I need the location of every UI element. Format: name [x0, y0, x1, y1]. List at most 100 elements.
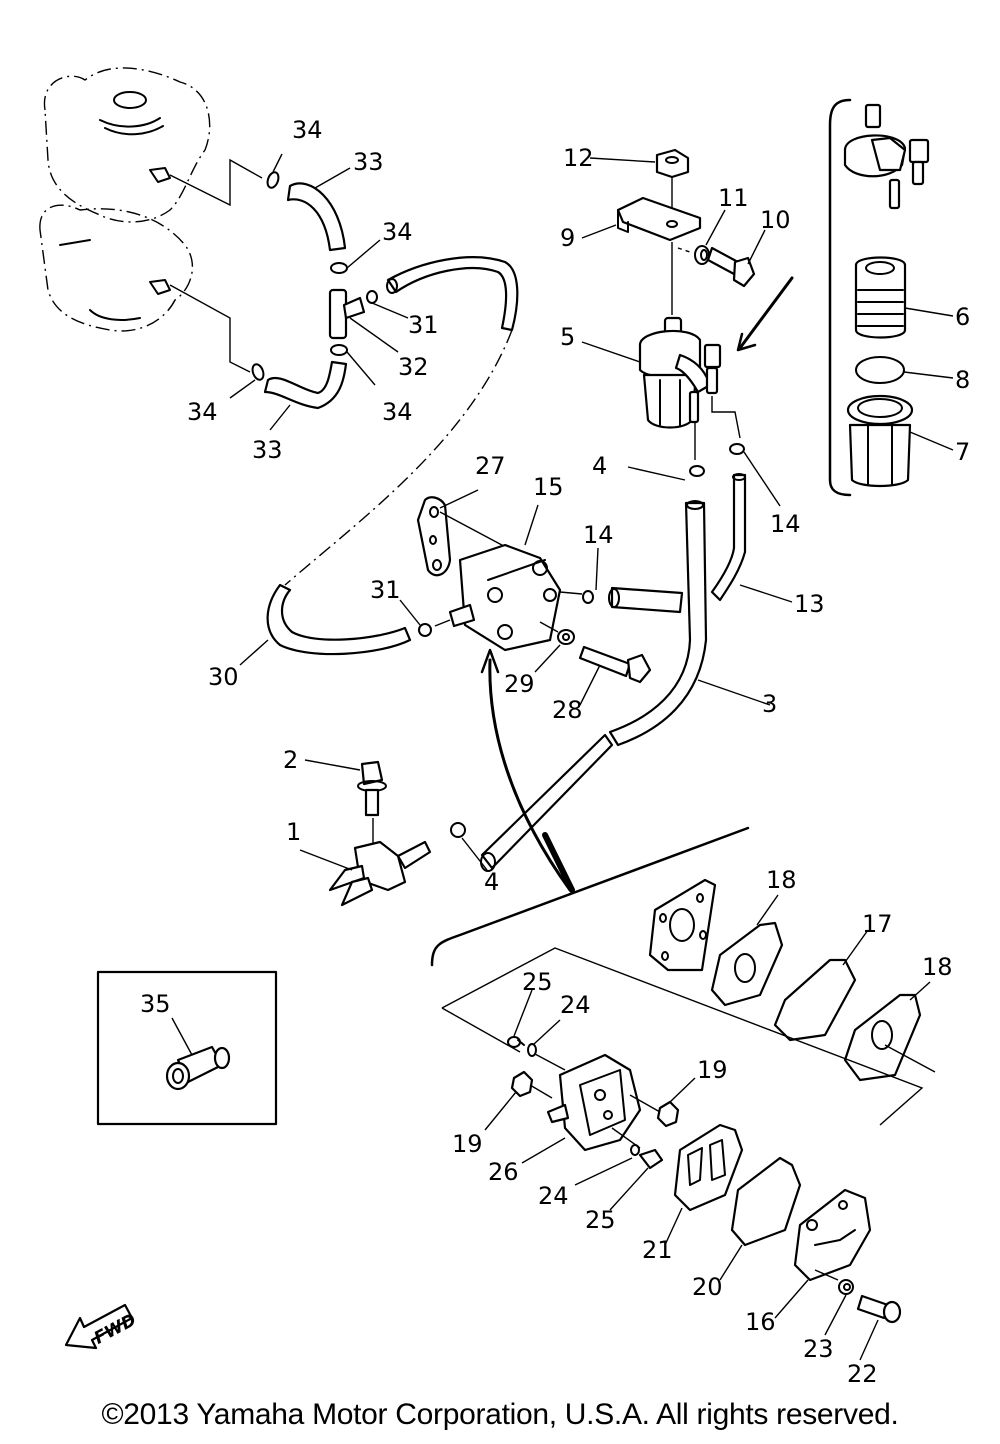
callout-24: 24 — [538, 1182, 569, 1210]
callout-32: 32 — [398, 353, 429, 381]
part-13-hose — [710, 473, 747, 602]
part-21-gasket — [673, 1123, 744, 1212]
part-33-hose-upper — [286, 182, 347, 252]
part-18-gasket-2 — [843, 993, 922, 1082]
part-7-filter-cup — [846, 394, 914, 488]
callout-23: 23 — [803, 1335, 834, 1363]
part-34-hose-clip — [266, 153, 283, 189]
callout-19: 19 — [697, 1056, 728, 1084]
callout-28: 28 — [552, 696, 583, 724]
part-18-gasket — [710, 921, 784, 1007]
callout-17: 17 — [862, 910, 893, 938]
part-8-o-ring — [855, 356, 905, 384]
callout-29: 29 — [504, 670, 535, 698]
callout-15: 15 — [533, 473, 564, 501]
callout-8: 8 — [955, 366, 970, 394]
part-3-hose — [608, 501, 708, 747]
callout-14: 14 — [583, 521, 614, 549]
carburetor-lower — [39, 204, 194, 332]
part-24-clip — [527, 1043, 537, 1057]
callout-33: 33 — [353, 148, 384, 176]
part-26-pump-body — [546, 1053, 642, 1152]
callout-7: 7 — [955, 438, 970, 466]
callout-1: 1 — [286, 818, 301, 846]
part-34-hose-clip — [330, 344, 348, 356]
callout-35: 35 — [140, 990, 171, 1018]
part-9-bracket — [616, 196, 702, 242]
fuel-filter-head-detail — [843, 103, 930, 210]
part-14-hose-clip — [582, 590, 594, 604]
callout-25: 25 — [585, 1206, 616, 1234]
callout-2: 2 — [283, 746, 298, 774]
inset-box-part-35 — [96, 970, 278, 1126]
callout-30: 30 — [208, 663, 239, 691]
pump-cover-plate — [648, 878, 717, 972]
callout-25: 25 — [522, 968, 553, 996]
callout-14: 14 — [770, 510, 801, 538]
callout-20: 20 — [692, 1273, 723, 1301]
callout-labels: 34 33 34 31 32 34 34 33 12 11 9 10 5 6 8… — [140, 116, 970, 1388]
part-29-washer — [557, 629, 575, 645]
part-6-filter-element — [854, 256, 907, 339]
callout-34: 34 — [187, 398, 218, 426]
callout-34: 34 — [292, 116, 323, 144]
callout-33: 33 — [252, 436, 283, 464]
part-32-joint — [328, 288, 399, 353]
callout-22: 22 — [847, 1360, 878, 1388]
copyright-notice: ©2013 Yamaha Motor Corporation, U.S.A. A… — [101, 1398, 899, 1431]
part-25-screw — [507, 1036, 525, 1048]
part-22-screw — [856, 1294, 902, 1324]
callout-27: 27 — [475, 452, 506, 480]
callout-9: 9 — [560, 224, 575, 252]
callout-19: 19 — [452, 1130, 483, 1158]
callout-10: 10 — [760, 206, 791, 234]
part-31-hose-clip — [418, 623, 432, 637]
fwd-direction-arrow: FWD — [64, 1303, 140, 1350]
part-34-hose-clip — [330, 262, 348, 274]
callout-4: 4 — [484, 868, 499, 896]
part-23-washer — [838, 1279, 854, 1295]
part-17-diaphragm — [773, 958, 857, 1042]
part-31-hose-clip — [366, 290, 378, 304]
callout-12: 12 — [563, 144, 594, 172]
callout-6: 6 — [955, 303, 970, 331]
part-4-hose-clip — [450, 822, 466, 838]
pump-detail-arrow — [488, 658, 572, 892]
breakdown-bracket — [430, 826, 750, 967]
part-27-gasket — [416, 496, 452, 577]
part-19-nut-2 — [656, 1100, 680, 1128]
part-15-fuel-pump — [448, 543, 562, 652]
part-35-fitting — [165, 1045, 231, 1091]
callout-5: 5 — [560, 323, 575, 351]
part-10-bolt — [706, 246, 756, 288]
part-4-hose-clip — [689, 465, 705, 477]
part-30-hose — [266, 583, 412, 656]
part-12-nut — [655, 148, 690, 179]
callout-24: 24 — [560, 991, 591, 1019]
part-20-diaphragm — [730, 1156, 802, 1247]
hose-short-3 — [480, 733, 614, 870]
part-25-screw-2 — [638, 1148, 664, 1170]
callout-26: 26 — [488, 1158, 519, 1186]
hose-short-pump — [610, 586, 684, 614]
part-19-nut — [510, 1070, 534, 1098]
callout-11: 11 — [718, 184, 749, 212]
part-33-hose-lower — [263, 360, 348, 410]
callout-34: 34 — [382, 398, 413, 426]
part-28-bolt — [578, 645, 652, 684]
connector-line — [169, 158, 263, 207]
callout-18: 18 — [922, 953, 953, 981]
detail-bracket — [828, 98, 852, 497]
part-11-washer — [694, 245, 710, 265]
part-2-bolt — [357, 760, 387, 817]
part-1-fuel-joint — [328, 840, 432, 907]
part-5-fuel-filter — [638, 316, 722, 429]
callout-3: 3 — [762, 690, 777, 718]
callout-4: 4 — [592, 452, 607, 480]
callout-31: 31 — [370, 576, 401, 604]
callout-31: 31 — [408, 311, 439, 339]
callout-13: 13 — [794, 590, 825, 618]
connector-line — [169, 284, 251, 373]
part-34-hose-clip — [251, 363, 265, 381]
